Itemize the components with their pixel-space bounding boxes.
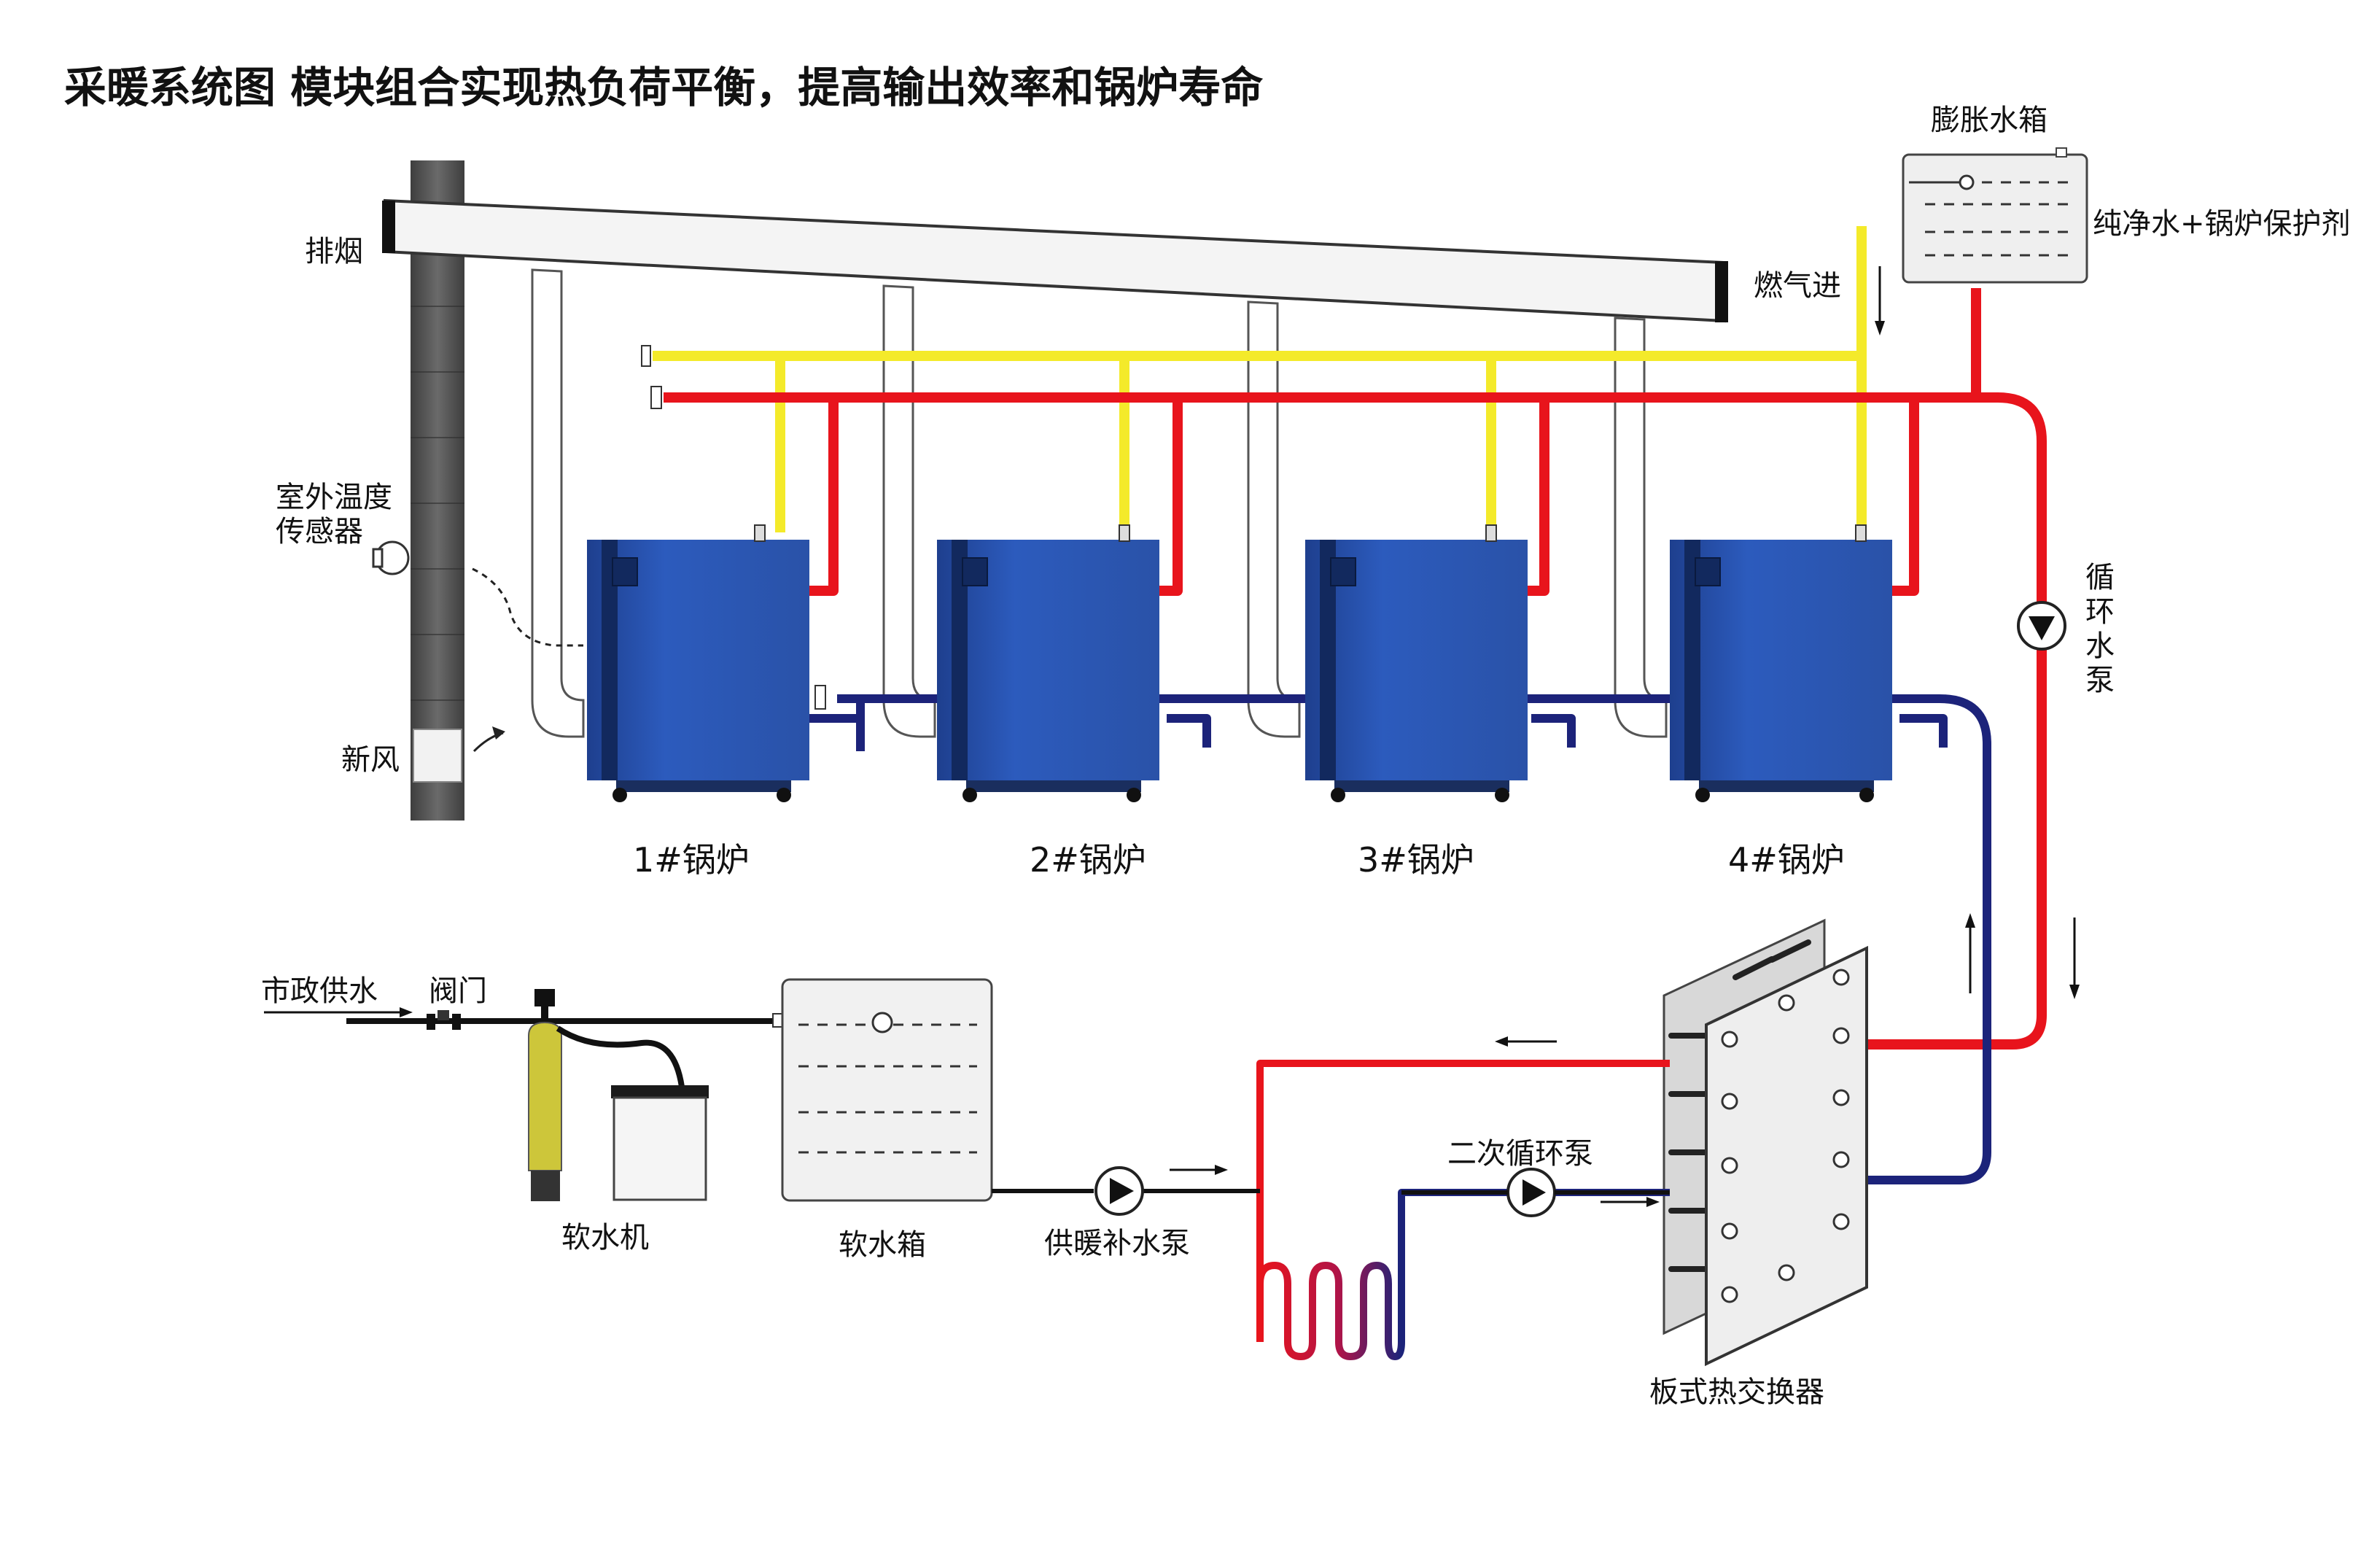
hot-end-cap: [650, 386, 662, 409]
exhaust-header: [382, 198, 1728, 323]
return-end-cap: [814, 685, 826, 710]
municipal-water-arrow: [264, 1007, 413, 1017]
circ-pump-label-3: 水: [2085, 629, 2115, 663]
gas-pipeline: [653, 226, 1867, 532]
soft-water-tank: [781, 978, 993, 1202]
gas-end-cap: [641, 345, 651, 367]
fresh-air-arrowhead: [492, 726, 505, 740]
plate-heat-exchanger: [1662, 918, 1868, 1367]
secondary-pump-label: 二次循环泵: [1447, 1137, 1593, 1171]
secondary-supply-arrow: [1495, 1036, 1557, 1047]
return-up-arrow: [1965, 913, 1975, 993]
makeup-flow-arrow: [1170, 1165, 1228, 1175]
return-pipeline: [807, 694, 1991, 1184]
makeup-pump-label: 供暖补水泵: [1044, 1227, 1190, 1260]
secondary-supply-red: [1256, 1060, 1670, 1342]
gas-in-arrow: [1875, 266, 1885, 335]
outdoor-sensor-label-line1: 室外温度: [276, 481, 392, 514]
soft-water-tank-label: 软水箱: [839, 1228, 926, 1262]
hot-supply-pipeline: [664, 288, 2047, 1050]
supply-down-arrow: [2069, 918, 2080, 999]
circulation-pump-icon[interactable]: [2017, 601, 2066, 651]
chimney: [411, 160, 464, 821]
gas-in-label: 燃气进: [1754, 269, 1841, 303]
outdoor-sensor-icon: [372, 540, 410, 575]
boiler-1-label: 1#锅炉: [633, 840, 750, 880]
diagram-title: 采暖系统图 模块组合实现热负荷平衡，提高输出效率和锅炉寿命: [64, 63, 1263, 112]
boiler-4: [1670, 524, 1892, 802]
boiler-3-label: 3#锅炉: [1358, 840, 1474, 880]
circ-pump-label-4: 泵: [2085, 664, 2115, 697]
secondary-flow-arrow: [1601, 1197, 1660, 1207]
secondary-pump-icon[interactable]: [1506, 1168, 1556, 1217]
fresh-air-vent: [413, 729, 462, 783]
sensor-signal-line: [472, 567, 583, 647]
valve-icon[interactable]: [427, 1010, 461, 1030]
boiler-2: [937, 524, 1159, 802]
tank-contents-label: 纯净水+锅炉保护剂: [2093, 207, 2351, 241]
valve-label: 阀门: [429, 974, 487, 1008]
outdoor-sensor-label-line2: 传感器: [276, 515, 363, 548]
circ-pump-label-1: 循: [2085, 561, 2115, 594]
boiler-3: [1305, 524, 1528, 802]
boiler-2-label: 2#锅炉: [1030, 840, 1146, 880]
floor-heating-coil: [1256, 1261, 1405, 1361]
boiler-4-label: 4#锅炉: [1728, 840, 1845, 880]
makeup-pump-icon[interactable]: [1094, 1166, 1144, 1216]
flue-ducts: [531, 268, 1668, 738]
fresh-air-label: 新风: [341, 743, 400, 777]
exhaust-label: 排烟: [305, 235, 363, 268]
expansion-tank-label: 膨胀水箱: [1931, 104, 2048, 137]
boiler-1: [587, 524, 809, 802]
expansion-tank: [1902, 147, 2088, 284]
circ-pump-label-2: 环: [2085, 595, 2115, 629]
plate-heat-exchanger-label: 板式热交换器: [1649, 1376, 1824, 1409]
municipal-water-label: 市政供水: [261, 974, 378, 1008]
softener-label: 软水机: [561, 1221, 649, 1254]
water-softener: [528, 989, 709, 1201]
